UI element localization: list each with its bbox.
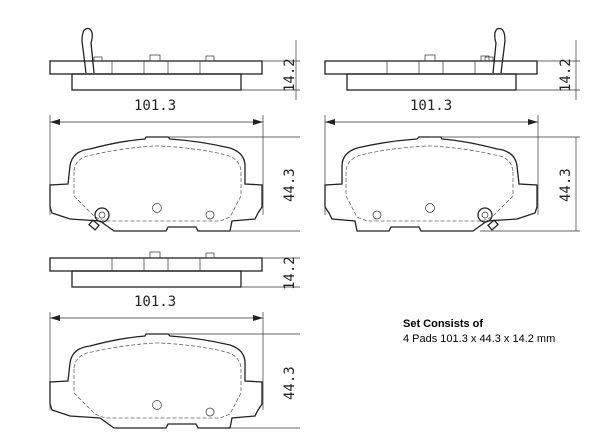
side-view-bottom [49,251,263,288]
height-dim-1 [168,136,300,232]
width-dim-1 [49,115,264,215]
set-detail: 4 Pads 101.3 x 44.3 x 14.2 mm [403,333,556,345]
height-dim-3 [168,333,300,429]
side-view-top-left [49,27,263,91]
side-view-top-right [324,27,538,91]
thickness-dim-3 [241,257,300,288]
width-label: 101.3 [134,294,176,310]
height-label: 44.3 [282,366,298,400]
thickness-label: 14.2 [282,256,298,290]
thickness-dim-1 [241,40,300,100]
width-dim-2 [324,115,539,215]
width-label: 101.3 [410,98,452,114]
width-label: 101.3 [134,98,176,114]
thickness-label: 14.2 [558,58,574,92]
height-label: 44.3 [558,168,574,202]
front-view-bottom [49,333,263,429]
front-view-top-right [324,136,538,232]
thickness-dim-2 [516,40,580,100]
thickness-label: 14.2 [282,58,298,92]
height-label: 44.3 [282,168,298,202]
height-dim-2 [430,136,580,232]
set-title: Set Consists of [403,318,484,330]
width-dim-3 [49,312,264,410]
front-view-top-left [49,136,263,232]
